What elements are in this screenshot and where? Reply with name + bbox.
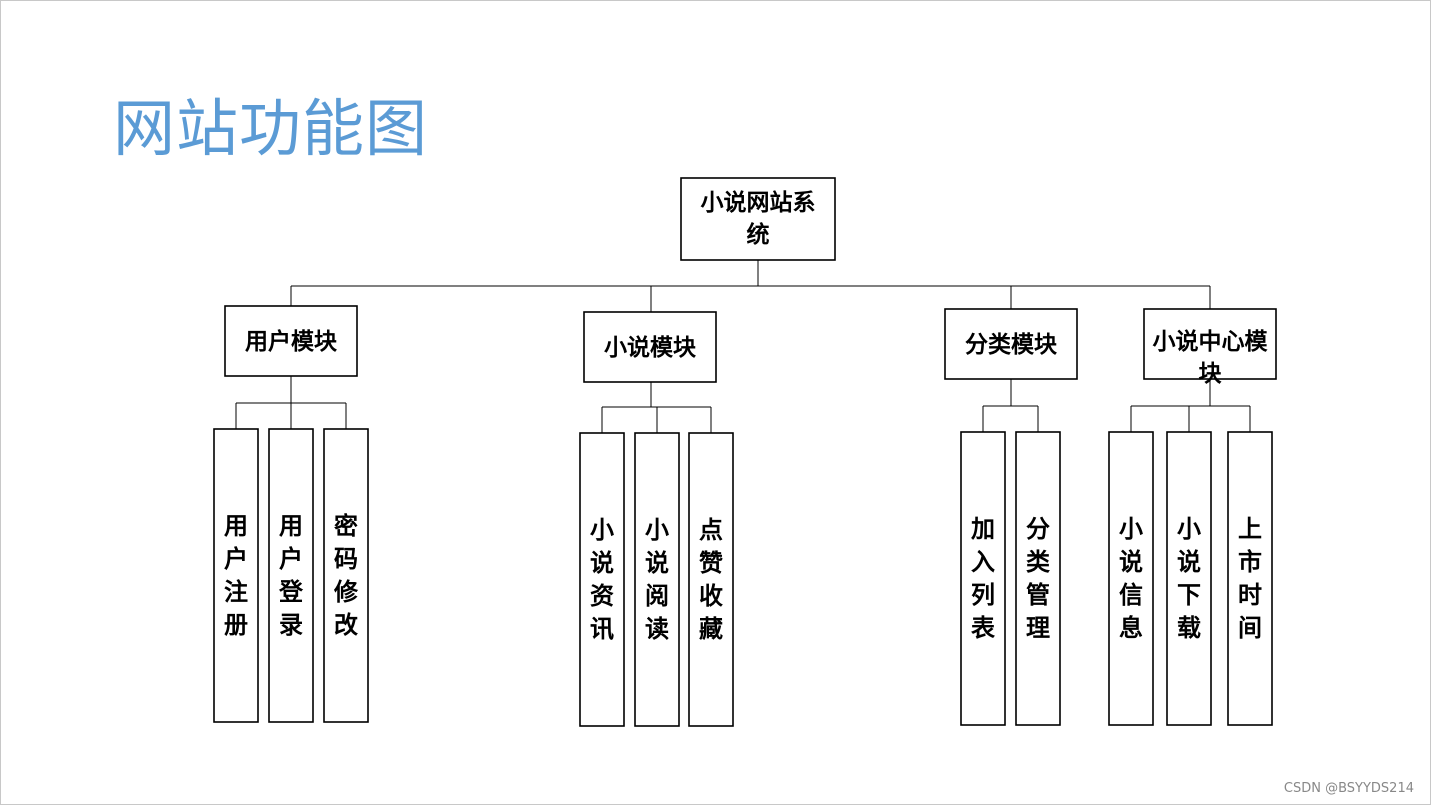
leaf-label: 注 (224, 577, 248, 606)
leaf-box (323, 428, 369, 723)
leaf-label: 讯 (590, 614, 614, 643)
leaf-label: 理 (1026, 613, 1050, 642)
leaf-box (579, 432, 625, 727)
module-label: 分类模块 (965, 331, 1057, 358)
module-box (1143, 308, 1277, 380)
leaf-label: 下 (1177, 580, 1201, 609)
leaf-label: 改 (334, 610, 358, 639)
leaf-label: 间 (1238, 613, 1262, 642)
module-box (944, 308, 1078, 380)
leaf-label: 密 (334, 511, 358, 540)
leaf-box (268, 428, 314, 723)
leaf-label: 上 (1238, 514, 1262, 543)
leaf-box (1166, 431, 1212, 726)
leaf-label: 小 (1119, 514, 1143, 543)
leaf-label: 说 (645, 548, 669, 577)
leaf-label: 说 (1119, 547, 1143, 576)
leaf-label: 表 (971, 613, 996, 642)
module-label: 小说中心模 (1153, 328, 1269, 355)
root-box (680, 177, 836, 261)
leaf-label: 小 (1177, 514, 1201, 543)
leaf-label: 载 (1177, 613, 1201, 642)
watermark: CSDN @BSYYDS214 (1283, 781, 1414, 796)
leaf-box (1108, 431, 1154, 726)
leaf-box (960, 431, 1006, 726)
leaf-label: 小 (590, 515, 614, 544)
leaf-label: 资 (590, 581, 614, 610)
leaf-label: 收 (699, 581, 723, 610)
module-box (583, 311, 717, 383)
leaf-label: 读 (645, 614, 669, 643)
leaf-label: 类 (1026, 547, 1051, 576)
leaf-label: 加 (971, 514, 995, 543)
leaf-box (1015, 431, 1061, 726)
page-title: 网站功能图 (113, 92, 429, 165)
module-box (224, 305, 358, 377)
leaf-label: 时 (1238, 580, 1262, 609)
leaf-label: 管 (1026, 580, 1050, 609)
leaf-label: 列 (971, 580, 995, 609)
leaf-label: 户 (279, 544, 303, 573)
leaf-label: 说 (590, 548, 614, 577)
leaf-label: 录 (279, 610, 303, 639)
leaf-label: 阅 (645, 581, 669, 610)
leaf-label: 说 (1177, 547, 1201, 576)
leaf-label: 赞 (698, 548, 723, 577)
leaf-label: 小 (645, 515, 669, 544)
root-label: 统 (747, 221, 770, 248)
leaf-label: 码 (334, 544, 358, 573)
module-label: 小说模块 (604, 334, 696, 361)
leaf-label: 分 (1026, 514, 1050, 543)
leaf-box (213, 428, 259, 723)
leaf-box (634, 432, 680, 727)
leaf-label: 用 (224, 511, 248, 540)
leaf-label: 修 (333, 577, 359, 606)
root-label: 小说网站系 (701, 189, 816, 216)
leaf-label: 息 (1119, 613, 1143, 642)
leaf-label: 户 (224, 544, 248, 573)
leaf-label: 用 (279, 511, 303, 540)
leaf-label: 藏 (699, 614, 723, 643)
module-label: 块 (1199, 360, 1222, 387)
leaf-label: 登 (278, 577, 304, 606)
leaf-box (1227, 431, 1273, 726)
module-label: 用户模块 (245, 328, 337, 355)
leaf-label: 册 (224, 610, 248, 639)
leaf-label: 信 (1119, 580, 1143, 609)
leaf-label: 市 (1238, 547, 1262, 576)
leaf-label: 入 (971, 547, 995, 576)
leaf-label: 点 (699, 515, 723, 544)
leaf-box (688, 432, 734, 727)
